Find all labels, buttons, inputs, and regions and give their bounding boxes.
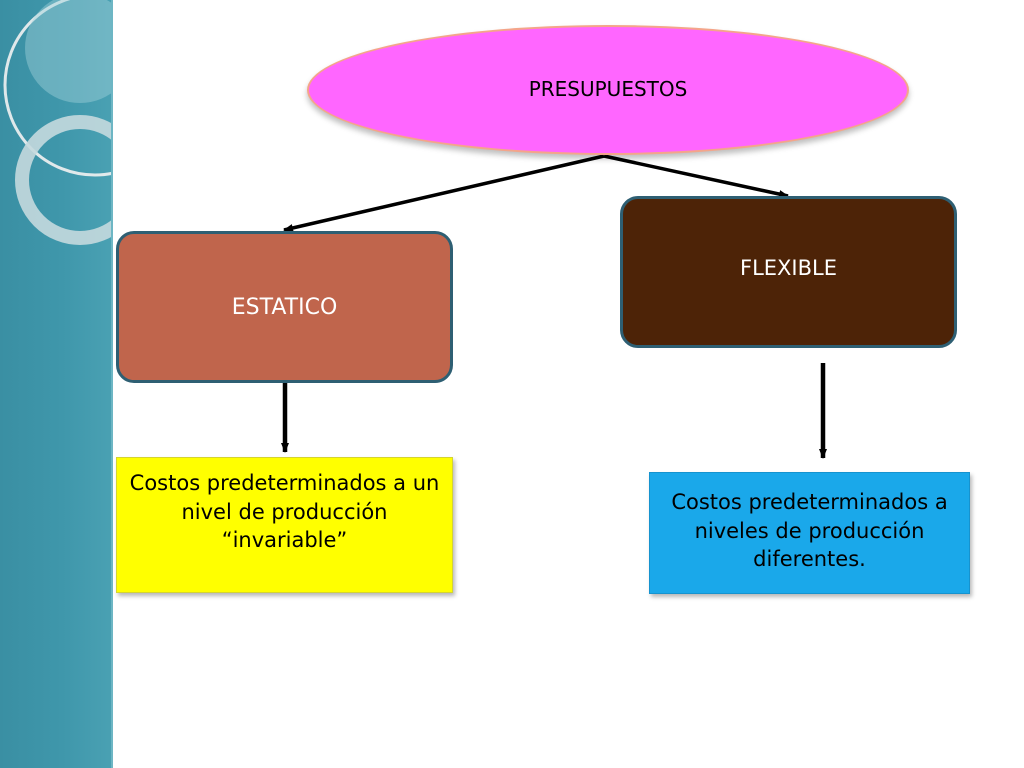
arrow-root-to-static (283, 154, 605, 232)
sidebar-edge (111, 0, 113, 768)
decorative-circle-fill (25, 0, 113, 103)
node-flexible-description-text: Costos predeterminados a niveles de prod… (671, 490, 948, 572)
node-estatico: ESTATICO (116, 231, 453, 383)
node-flexible-label: FLEXIBLE (739, 256, 837, 280)
decorative-circle-large (3, 0, 113, 177)
arrow-root-to-flexible (603, 154, 789, 198)
node-estatico-label: ESTATICO (231, 294, 338, 320)
node-flexible-description: Costos predeterminados a niveles de prod… (649, 472, 970, 594)
node-presupuestos: PRESUPUESTOS (307, 25, 909, 155)
node-estatico-description: Costos predeterminados a un nivel de pro… (116, 457, 453, 593)
node-presupuestos-label: PRESUPUESTOS (528, 77, 688, 101)
node-flexible: FLEXIBLE (620, 196, 957, 348)
decorative-sidebar (0, 0, 113, 768)
node-estatico-description-text: Costos predeterminados a un nivel de pro… (129, 471, 440, 553)
decorative-circles (3, 0, 113, 245)
decorative-ring (15, 115, 113, 245)
